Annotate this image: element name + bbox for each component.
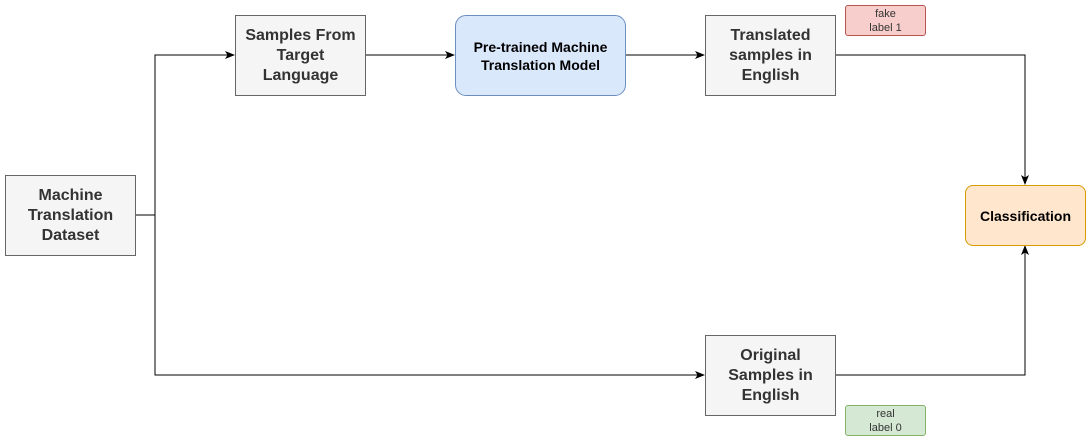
edge-original-to-classification: [835, 245, 1029, 376]
pretrained-mt-model-label: Pre-trained Machine Translation Model: [473, 38, 608, 73]
edge-translated-to-classification: [835, 54, 1029, 185]
fake-label-badge: fake label 1: [845, 5, 926, 36]
classification-node: Classification: [965, 185, 1086, 246]
pretrained-mt-model-node: Pre-trained Machine Translation Model: [455, 15, 626, 96]
translated-samples-label: Translated samples in English: [729, 26, 812, 84]
samples-from-target-language-node: Samples From Target Language: [235, 15, 366, 96]
machine-translation-dataset-node: Machine Translation Dataset: [5, 175, 136, 256]
classification-label: Classification: [979, 207, 1072, 224]
real-label-badge: real label 0: [845, 405, 926, 436]
real-badge-line1: real: [876, 407, 895, 420]
fake-badge-line1: fake: [875, 7, 896, 20]
original-samples-node: Original Samples in English: [705, 335, 836, 416]
fake-badge-line2: label 1: [869, 21, 902, 34]
real-badge-line2: label 0: [869, 421, 902, 434]
machine-translation-dataset-label: Machine Translation Dataset: [27, 186, 114, 244]
samples-from-target-language-label: Samples From Target Language: [245, 26, 356, 84]
original-samples-label: Original Samples in English: [728, 346, 813, 404]
translated-samples-node: Translated samples in English: [705, 15, 836, 96]
edge-dataset-to-samples-target: [135, 51, 235, 216]
edge-dataset-to-original: [154, 215, 705, 379]
